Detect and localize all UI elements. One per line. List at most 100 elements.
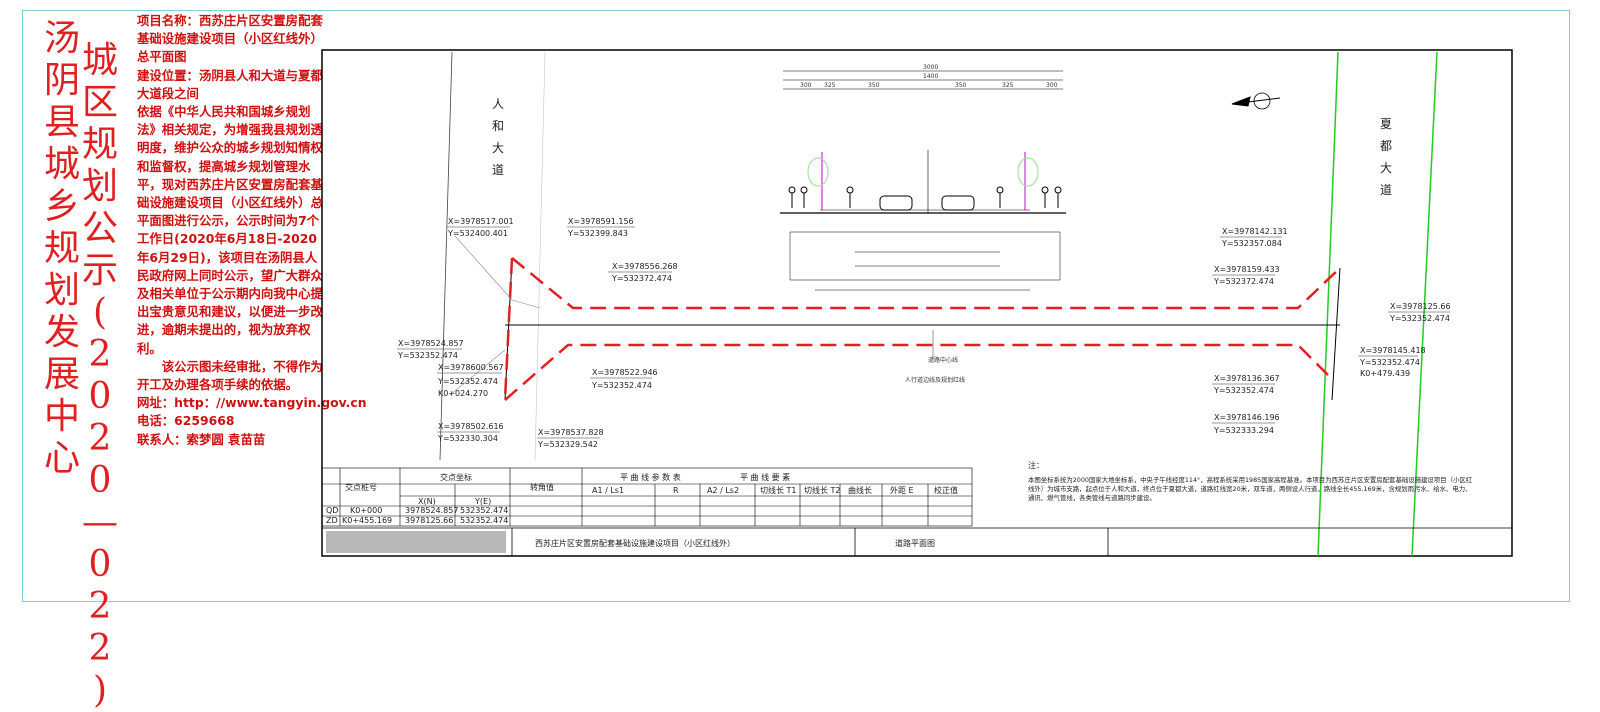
th-curve: 平 曲 线 要 素 <box>740 472 790 482</box>
row-x: 3978125.66 <box>405 516 453 525</box>
coord-x: X=3978524.857 <box>398 339 464 348</box>
coord-y: Y=532357.084 <box>1221 239 1282 248</box>
title-char: 展 <box>43 354 80 395</box>
road-right-green-1 <box>1317 51 1339 557</box>
project-name: 西苏庄片区安置房配套基础设施建设项目（小区红线外） <box>535 538 735 548</box>
centerline-label2: 人行道边线及规划红线 <box>905 376 965 384</box>
title-char: 2 <box>88 586 112 627</box>
section-dim-part: 350 <box>868 82 880 89</box>
project-label: 项目名称：西苏庄片区安置房配套基础设施建设项目（小区红线外）总平面图 <box>137 13 323 65</box>
website-link[interactable]: 网址：http：//www.tangyin.gov.cn <box>137 395 367 411</box>
title-char: 汤 <box>43 18 80 59</box>
coord-x: X=3978145.418 <box>1360 346 1426 355</box>
coord-x: X=3978146.196 <box>1214 413 1280 422</box>
title-char: 阴 <box>43 60 80 101</box>
road-plan-drawing: 人 和 大 道 夏 都 大 道 <box>321 49 1513 557</box>
k-start: K0+024.270 <box>438 389 488 398</box>
road-left-char: 人 <box>492 97 504 111</box>
road-red-edges <box>503 257 1341 401</box>
title-char: 县 <box>43 102 80 143</box>
title-char: 城 <box>43 144 80 185</box>
north-arrow-icon <box>1231 92 1281 110</box>
coord-y: Y=532400.401 <box>447 229 508 238</box>
row-y: 532352.474 <box>460 516 508 525</box>
left-cross-line <box>504 257 513 401</box>
title-char: 0 <box>88 544 112 585</box>
title-block <box>322 527 1512 556</box>
th-coord: 交点坐标 <box>440 472 472 482</box>
road-left-char: 大 <box>492 141 504 155</box>
title-char: 公 <box>81 208 118 249</box>
title-char: 心 <box>43 438 80 479</box>
th-angle: 转角值 <box>530 482 554 492</box>
k-end: K0+479.439 <box>1360 369 1410 378</box>
section-dim-mid: 1400 <box>923 73 938 80</box>
section-dim-part: 300 <box>1046 82 1058 89</box>
coord-x: X=3978159.433 <box>1214 265 1280 274</box>
road-right-label: 夏 都 大 道 <box>1380 117 1392 197</box>
title-char: 规 <box>81 124 118 165</box>
coord-x: X=3978517.001 <box>448 217 514 226</box>
th-curve-col: A1 / Ls1 <box>592 486 624 495</box>
th-curve-col: 曲线长 <box>848 485 872 495</box>
road-right-char: 大 <box>1380 161 1392 175</box>
title-char: ( <box>92 292 108 333</box>
coord-y: Y=532372.474 <box>1213 277 1274 286</box>
coord-y: Y=532352.474 <box>1213 386 1274 395</box>
title-char: 示 <box>81 250 118 291</box>
title-char: 0 <box>88 460 112 501</box>
disclaimer: 该公示图未经审批，不得作为开工及办理各项手续的依据。 <box>137 358 323 393</box>
coord-y: Y=532333.294 <box>1213 426 1274 435</box>
phone: 电话：6259668 <box>137 413 235 429</box>
coord-x: X=3978537.828 <box>538 428 604 437</box>
th-curve-col: 切线长 T1 <box>760 485 797 495</box>
contact: 联系人：索梦圆 袁苗苗 <box>137 431 266 447</box>
road-left-edge <box>439 51 453 461</box>
road-left-char: 道 <box>492 163 504 177</box>
coord-x: X=3978142.131 <box>1222 227 1288 236</box>
coord-y: Y=532372.474 <box>611 274 672 283</box>
th-curve-col: 校正值 <box>934 485 958 495</box>
coord-x: X=3978502.616 <box>438 422 504 431</box>
coord-x: X=3978136.367 <box>1214 374 1280 383</box>
th-curve-col: A2 / Ls2 <box>707 486 739 495</box>
th-point: 交点桩号 <box>345 482 377 492</box>
row-y: 532352.474 <box>460 506 508 515</box>
section-dim-part: 300 <box>800 82 812 89</box>
note-title: 注： <box>1028 460 1044 470</box>
coord-x: X=3978600.567 <box>438 363 504 372</box>
table-title: 平 曲 线 参 数 表 <box>620 472 681 482</box>
notice-body: 依据《中华人民共和国城乡规划法》相关规定，为增强我县规划透明度，维护公众的城乡规… <box>137 104 323 356</box>
th-curve-col: R <box>673 486 679 495</box>
note-text-box: 本图坐标系统为2000国家大地坐标系，中央子午线经度114°，高程系统采用198… <box>1028 476 1473 502</box>
drawing-name: 道路平面图 <box>895 538 935 548</box>
road-left-edge2 <box>534 51 546 461</box>
road-right-green-2 <box>1411 51 1438 557</box>
right-cross-line <box>1331 267 1341 401</box>
outer-frame <box>22 10 1570 602</box>
section-dim-part: 325 <box>824 82 836 89</box>
section-dim-part: 350 <box>955 82 967 89</box>
coord-x: X=3978522.946 <box>592 368 658 377</box>
curve-parameter-table <box>321 467 973 527</box>
drawing-border <box>321 49 1513 557</box>
coord-y: Y=532352.474 <box>1359 358 1420 367</box>
title-char: 2 <box>88 334 112 375</box>
row-id: ZD <box>326 516 338 525</box>
coord-x: X=3978591.156 <box>568 217 634 226</box>
title-char: 2 <box>88 418 112 459</box>
vertical-title-center: 汤阴县城乡规划发展中心 <box>40 18 84 480</box>
row-k: K0+000 <box>350 506 382 515</box>
row-k: K0+455.169 <box>342 516 392 525</box>
coord-x: X=3978556.268 <box>612 262 678 271</box>
title-char: ) <box>92 670 108 711</box>
road-left-label: 人 和 大 道 <box>492 97 504 177</box>
title-char: — <box>82 502 118 543</box>
note-text: 本图坐标系统为2000国家大地坐标系，中央子午线经度114°，高程系统采用198… <box>1028 476 1473 502</box>
title-char: 乡 <box>43 186 80 227</box>
title-char: 0 <box>88 376 112 417</box>
road-right-char: 道 <box>1380 183 1392 197</box>
th-curve-col: 切线长 T2 <box>804 485 841 495</box>
centerline-label: 道路中心线 <box>928 356 958 364</box>
